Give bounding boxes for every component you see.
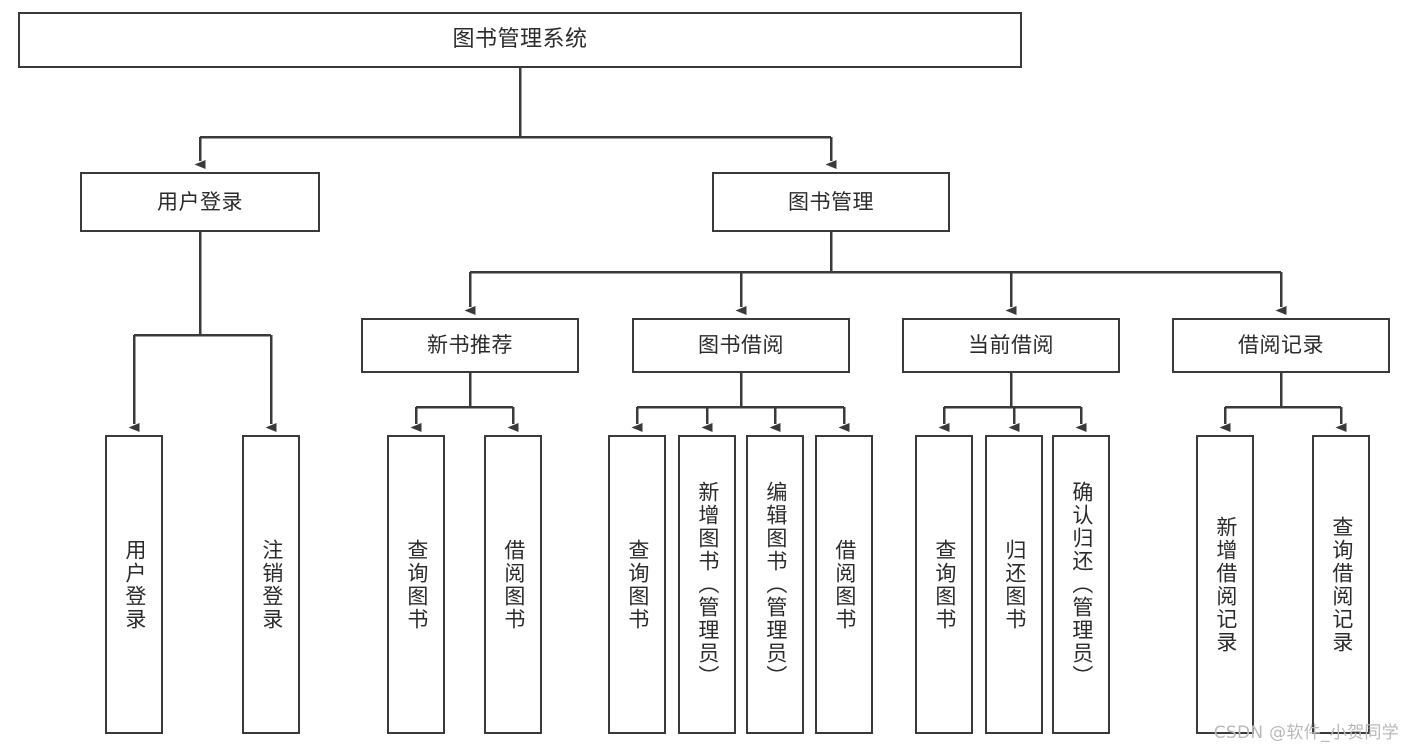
node-book-borrowing[interactable]: 图书借阅 — [632, 318, 850, 373]
leaf-node-user-login[interactable]: 用户登录 — [105, 435, 163, 734]
node-root-system[interactable]: 图书管理系统 — [18, 12, 1022, 68]
node-label: 借阅图书 — [501, 538, 526, 631]
node-label: 查询图书 — [625, 538, 650, 631]
leaf-node-query-books-current[interactable]: 查询图书 — [915, 435, 973, 734]
leaf-node-return-books[interactable]: 归还图书 — [985, 435, 1043, 734]
node-label: 编辑图书（管理员） — [763, 481, 788, 688]
node-label: 当前借阅 — [968, 333, 1054, 358]
node-user-login[interactable]: 用户登录 — [80, 172, 320, 232]
node-label: 查询借阅记录 — [1329, 515, 1354, 654]
leaf-node-query-books-borrow[interactable]: 查询图书 — [608, 435, 666, 734]
node-label: 新书推荐 — [427, 333, 513, 358]
node-label: 查询图书 — [932, 538, 957, 631]
node-label: 图书管理 — [788, 189, 874, 214]
node-label: 图书借阅 — [698, 333, 784, 358]
leaf-node-add-borrow-record[interactable]: 新增借阅记录 — [1196, 435, 1254, 734]
node-label: 注销登录 — [259, 538, 284, 631]
node-label: 新增图书（管理员） — [695, 481, 720, 688]
node-borrowing-records[interactable]: 借阅记录 — [1172, 318, 1390, 373]
leaf-node-confirm-return-admin[interactable]: 确认归还（管理员） — [1052, 435, 1110, 734]
leaf-node-query-books-recommend[interactable]: 查询图书 — [387, 435, 445, 734]
node-label: 确认归还（管理员） — [1069, 481, 1094, 688]
node-label: 用户登录 — [122, 538, 147, 631]
leaf-node-edit-book-admin[interactable]: 编辑图书（管理员） — [746, 435, 804, 734]
leaf-node-borrow-books-recommend[interactable]: 借阅图书 — [484, 435, 542, 734]
node-label: 归还图书 — [1002, 538, 1027, 631]
leaf-node-query-borrow-record[interactable]: 查询借阅记录 — [1312, 435, 1370, 734]
node-label: 查询图书 — [404, 538, 429, 631]
node-label: 图书管理系统 — [452, 27, 588, 53]
node-label: 借阅图书 — [832, 538, 857, 631]
node-label: 用户登录 — [157, 189, 243, 214]
leaf-node-add-book-admin[interactable]: 新增图书（管理员） — [678, 435, 736, 734]
node-label: 新增借阅记录 — [1213, 515, 1238, 654]
node-book-management[interactable]: 图书管理 — [712, 172, 950, 232]
node-label: 借阅记录 — [1238, 333, 1324, 358]
leaf-node-logout[interactable]: 注销登录 — [242, 435, 300, 734]
node-current-borrowing[interactable]: 当前借阅 — [902, 318, 1120, 373]
leaf-node-borrow-books[interactable]: 借阅图书 — [815, 435, 873, 734]
node-new-book-recommendation[interactable]: 新书推荐 — [361, 318, 579, 373]
csdn-watermark: CSDN @软件_小贺同学 — [1213, 723, 1399, 743]
